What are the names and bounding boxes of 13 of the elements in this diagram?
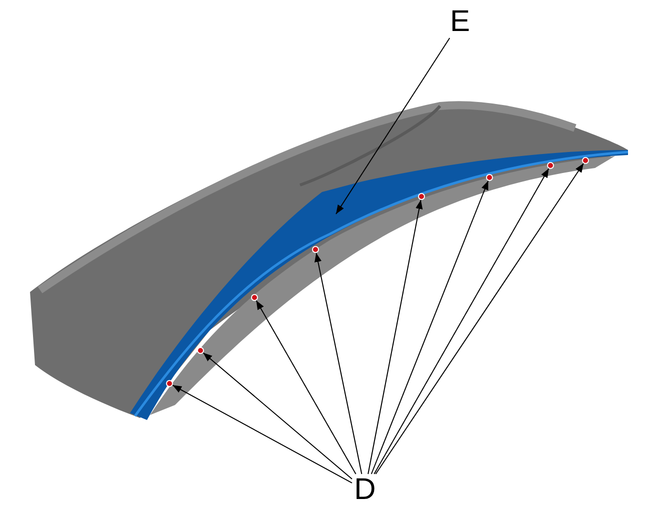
- leader-line: [368, 199, 423, 474]
- clip-marker: [166, 380, 173, 387]
- leader-line: [370, 180, 489, 474]
- clip-marker: [197, 347, 204, 354]
- leader-line: [374, 168, 550, 474]
- callout-letter: E: [447, 6, 473, 38]
- leader-line: [202, 352, 352, 480]
- leader-line: [336, 38, 450, 214]
- callout-letter: D: [352, 474, 378, 506]
- leader-line: [172, 384, 352, 484]
- leader-line: [375, 162, 584, 474]
- leader-line: [256, 300, 356, 474]
- leader-line: [314, 252, 362, 474]
